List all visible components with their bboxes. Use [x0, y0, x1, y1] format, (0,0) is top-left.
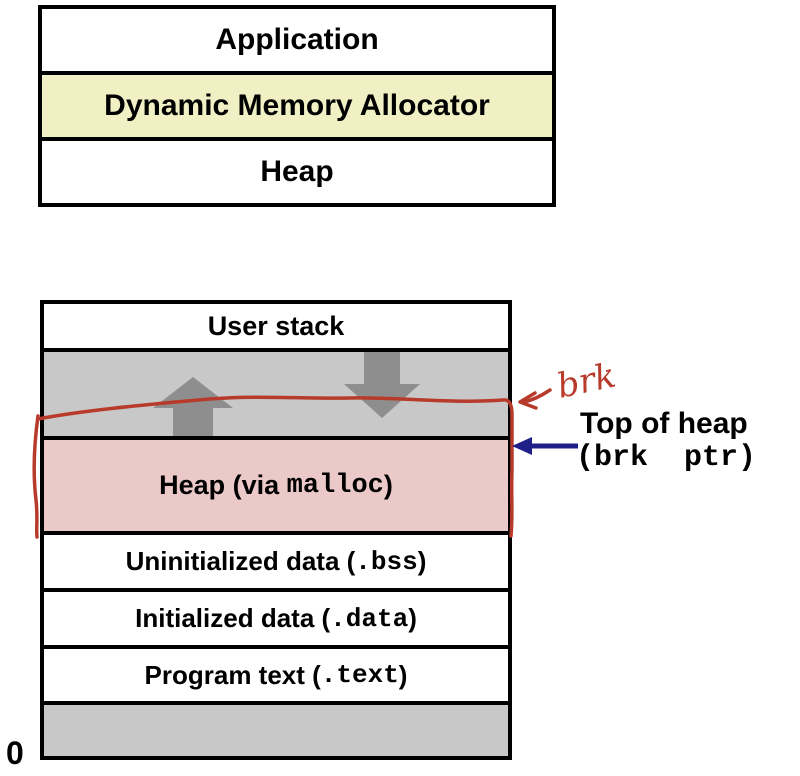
mem-row-text: Program text (.text)	[44, 645, 508, 701]
top-of-heap-annotation: Top of heap (brk ptr)	[576, 407, 796, 477]
text-label-suffix: )	[398, 659, 408, 690]
brk-pointer-arrow-icon	[512, 437, 532, 455]
mem-row-data: Initialized data (.data)	[44, 588, 508, 645]
hand-drawn-arrow-icon	[522, 388, 552, 404]
data-label-prefix: Initialized data (	[135, 603, 331, 633]
brk-handwritten-label: brk	[554, 355, 620, 406]
mem-row-heap: Heap (via malloc)	[44, 436, 508, 531]
mem-row-user-stack: User stack	[44, 304, 508, 348]
layer-heap: Heap	[42, 137, 552, 203]
mem-row-bss: Uninitialized data (.bss)	[44, 531, 508, 588]
hand-drawn-arrow-head	[518, 391, 538, 410]
bss-label-prefix: Uninitialized data (	[125, 546, 356, 576]
brk-ptr-text: (brk ptr)	[576, 441, 757, 475]
heap-label-suffix: )	[383, 470, 393, 500]
layer-dynamic-memory-allocator: Dynamic Memory Allocator	[42, 71, 552, 137]
heap-label-prefix: Heap (via	[159, 470, 287, 500]
user-stack-label: User stack	[207, 310, 345, 341]
bss-label-suffix: )	[417, 546, 427, 576]
process-memory-map: User stack Heap (via malloc) Uninitializ…	[40, 300, 512, 760]
layer-dynamic-memory-allocator-label: Dynamic Memory Allocator	[104, 89, 490, 122]
address-zero-label: 0	[6, 735, 24, 771]
allocator-layers-table: Application Dynamic Memory Allocator Hea…	[38, 5, 556, 207]
text-label-prefix: Program text (	[144, 659, 321, 690]
top-of-heap-text: Top of heap	[580, 407, 748, 440]
layer-application-label: Application	[215, 23, 379, 56]
brk-left-edge-line	[32, 414, 40, 539]
mem-row-reserved	[44, 701, 508, 756]
mem-row-shared-region	[44, 348, 508, 436]
bss-label-code: .bss	[355, 546, 418, 577]
layer-application: Application	[42, 9, 552, 71]
data-label-code: .data	[330, 603, 409, 634]
layer-heap-label: Heap	[260, 155, 334, 188]
heap-label-code: malloc	[286, 470, 384, 501]
text-label-code: .text	[320, 660, 399, 690]
data-label-suffix: )	[408, 603, 417, 633]
